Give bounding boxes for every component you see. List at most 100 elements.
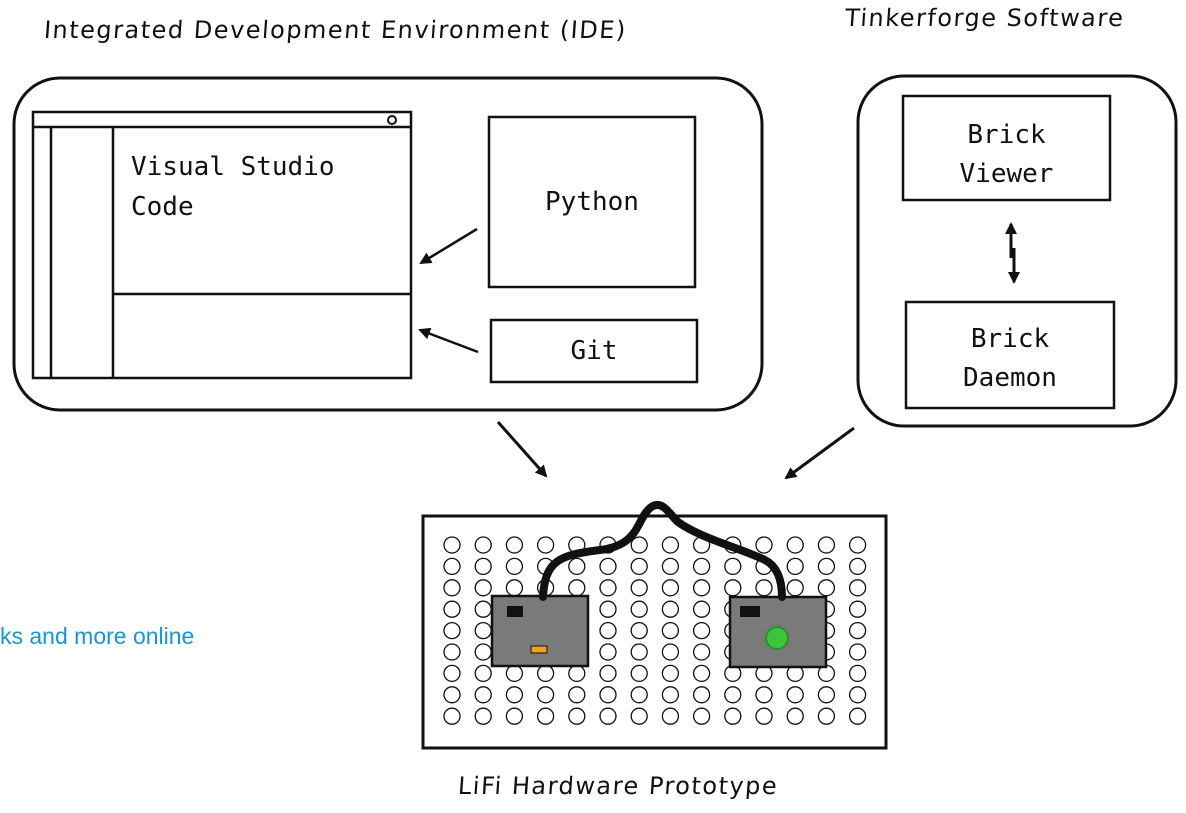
breadboard-hole [661,707,680,725]
breadboard-hole [661,579,680,597]
breadboard-hole [661,664,680,683]
breadboard-hole [848,600,867,618]
breadboard-hole [661,536,680,554]
breadboard-hole [568,579,586,597]
breadboard-hole [692,707,711,725]
breadboard-hole [474,664,492,683]
breadboard-hole [599,557,617,576]
breadboard-hole [474,621,492,640]
breadboard-hole [848,557,867,576]
breadboard-hole [692,664,711,683]
breadboard-hole [568,664,586,683]
breadboard-hole [661,643,680,661]
brick-daemon-box [904,300,1116,410]
breadboard-hole [817,557,836,576]
online-link[interactable]: ks and more online [0,623,195,649]
breadboard-hole [443,664,461,683]
breadboard-hole [505,536,524,554]
breadboard-hole [755,536,773,554]
breadboard-hole [599,686,617,704]
orange-led-icon [530,645,548,654]
breadboard-hole [786,536,804,554]
breadboard-hole [817,686,836,704]
tinkerforge-group-box [856,74,1178,428]
breadboard-hole [630,707,648,725]
breadboard-hole [443,579,461,597]
module-right-chip [740,606,760,617]
breadboard-hole [568,707,586,725]
breadboard-hole [661,621,680,640]
breadboard-hole [536,707,555,725]
breadboard-hole [505,664,524,683]
breadboard-hole [536,664,555,683]
brick-viewer-label-line1: Brick [967,120,1046,150]
arrow-python-to-editor [419,227,478,265]
breadboard-hole [661,600,680,618]
module-left-chip [507,606,523,617]
breadboard-hole [536,536,555,554]
brick-daemon-label-line2: Daemon [963,363,1057,393]
breadboard-hole [443,536,461,554]
breadboard-hole [568,557,586,576]
breadboard-hole [817,536,836,554]
connecting-cable [539,501,786,601]
breadboard-hole [505,707,524,725]
window-control-icon [387,115,397,125]
breadboard-hole [724,557,742,576]
breadboard-hole [630,686,648,704]
breadboard-hole [630,643,648,661]
breadboard-hole [848,536,867,554]
breadboard-hole [630,579,648,597]
breadboard-hole [505,557,524,576]
breadboard-hole [630,536,648,554]
breadboard-hole [786,707,804,725]
breadboard-hole [755,707,773,725]
breadboard-hole [848,643,867,661]
vscode-label-line2: Code [131,192,194,222]
breadboard-hole [786,579,804,597]
breadboard-hole [848,686,867,704]
breadboard-hole [692,557,711,576]
breadboard-hole [692,686,711,704]
breadboard-hole [848,621,867,640]
breadboard-hole [443,621,461,640]
breadboard-hole [755,579,773,597]
brick-daemon-label-line1: Brick [970,324,1050,354]
breadboard-hole [692,643,711,661]
breadboard-hole [724,579,742,597]
arrow-ide-to-hardware [496,421,548,478]
breadboard-hole [848,664,867,683]
breadboard-hole [599,621,617,640]
breadboard-hole [724,686,742,704]
breadboard-hole [692,600,711,618]
breadboard-hole [661,686,680,704]
arrow-tinkerforge-to-hardware [784,426,855,480]
vscode-window [31,110,413,380]
breadboard-hole [505,579,524,597]
breadboard-hole [474,579,492,597]
breadboard-hole [599,600,617,618]
breadboard-hole [599,664,617,683]
breadboard-hole [661,557,680,576]
brick-viewer-label-line2: Viewer [959,159,1054,189]
breadboard-hole [599,643,617,661]
breadboard-hole [443,707,461,725]
breadboard-hole [474,536,492,554]
breadboard-hole [630,600,648,618]
breadboard-hole [474,707,492,725]
breadboard-hole [786,686,804,704]
module-left [490,594,590,668]
breadboard-hole [724,707,742,725]
vscode-label-line1: Visual Studio [131,152,335,182]
breadboard-hole [848,579,867,597]
breadboard-hole [599,707,617,725]
breadboard-hole [630,664,648,683]
breadboard-hole [505,686,524,704]
breadboard-hole [692,621,711,640]
breadboard-hole [568,686,586,704]
breadboard-hole [630,621,648,640]
git-box [489,318,699,384]
breadboard-hole [443,600,461,618]
